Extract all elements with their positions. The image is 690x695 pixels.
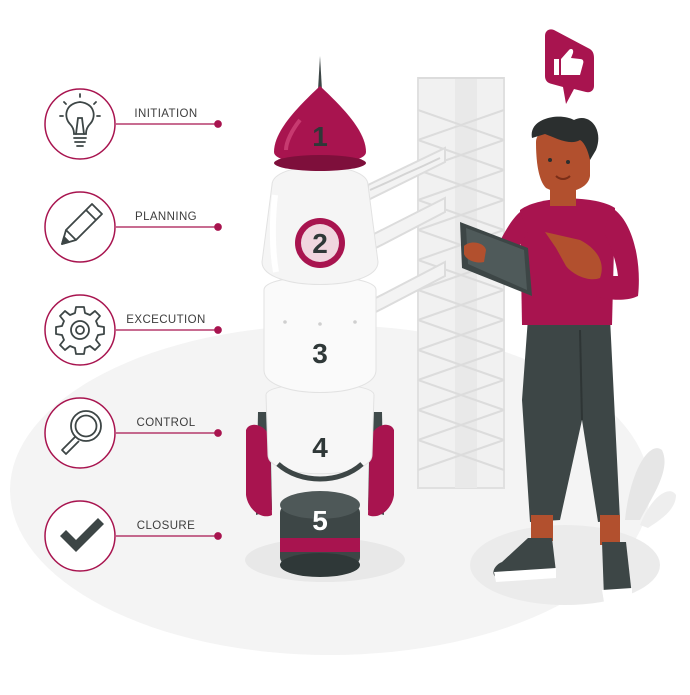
rocket-antenna — [318, 56, 322, 90]
step-label-closure: CLOSURE — [137, 520, 195, 532]
rocket-stage-2 — [261, 165, 379, 285]
gear-icon — [55, 306, 105, 355]
thumbs-up-badge — [545, 29, 594, 105]
pencil-icon — [61, 203, 103, 245]
rocket-stage-5 — [280, 491, 360, 577]
step-labels: INITIATION PLANNING EXCECUTION CONTROL C… — [126, 108, 205, 532]
rocket-stage-3 — [263, 276, 377, 393]
rocket-stage-number: 5 — [312, 505, 328, 536]
step-label-planning: PLANNING — [135, 211, 197, 223]
lightbulb-icon — [59, 93, 101, 147]
rocket-stage-1 — [274, 56, 366, 171]
launch-tower — [367, 77, 505, 489]
rocket-stage-number: 3 — [312, 338, 328, 369]
step-circle-control — [44, 397, 116, 469]
step-label-execution: EXCECUTION — [126, 314, 205, 326]
checkmark-icon — [60, 518, 104, 552]
magnifier-icon — [61, 410, 102, 455]
step-circle-planning — [44, 191, 116, 263]
step-label-control: CONTROL — [136, 417, 195, 429]
step-circle-initiation — [44, 88, 116, 160]
thumbs-up-icon — [554, 49, 584, 75]
rocket-fin-right — [368, 424, 394, 517]
rocket-stage-number: 2 — [312, 228, 328, 259]
step-connectors — [116, 120, 222, 540]
step-label-initiation: INITIATION — [134, 108, 197, 120]
rocket-stage-number: 1 — [312, 121, 328, 152]
person-with-tablet — [460, 116, 639, 602]
rocket-fin-left — [246, 424, 272, 517]
rocket-stage-number: 4 — [312, 432, 328, 463]
rocket: 1 2 3 4 5 — [246, 56, 394, 577]
